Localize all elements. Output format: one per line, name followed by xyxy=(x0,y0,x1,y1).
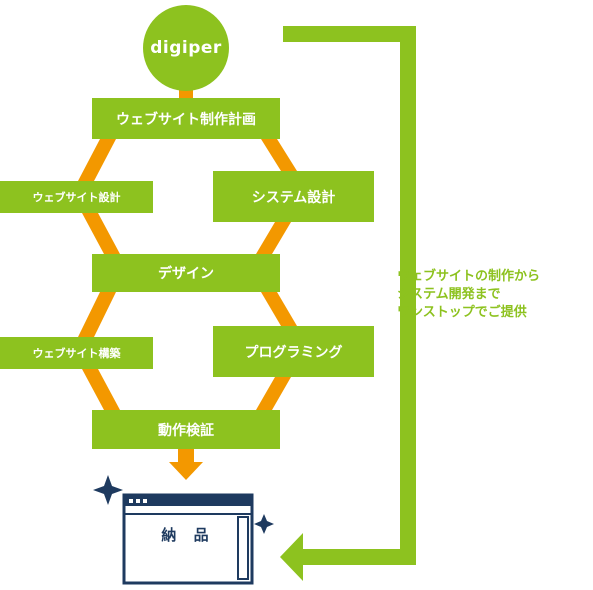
browser-window-icon xyxy=(122,493,254,585)
connector-left-design xyxy=(82,213,120,254)
sparkle-small-icon xyxy=(254,514,274,534)
step-website-design: ウェブサイト設計 xyxy=(0,181,153,213)
connector-design-right xyxy=(261,292,297,326)
connector-design-left xyxy=(78,292,116,337)
arrow-down-shaft xyxy=(178,449,194,463)
step-programming: プログラミング xyxy=(213,326,374,377)
step-website-build: ウェブサイト構築 xyxy=(0,337,153,369)
one-stop-note: ウェブサイトの制作から システム開発まで ワンストップでご提供 xyxy=(397,268,587,322)
one-stop-bracket xyxy=(283,26,416,565)
arrow-down-icon xyxy=(169,462,203,480)
step-design: デザイン xyxy=(92,254,280,292)
digiper-logo: digiper xyxy=(143,5,229,91)
connector-right-verify xyxy=(256,377,291,410)
connector-left-verify xyxy=(82,369,120,410)
step-website-plan: ウェブサイト制作計画 xyxy=(92,98,280,139)
connector-right-design xyxy=(256,222,291,254)
one-stop-note-line: ウェブサイトの制作から xyxy=(397,269,541,284)
step-verification: 動作検証 xyxy=(92,410,280,449)
sparkle-icon xyxy=(93,475,123,505)
delivery-label: 納 品 xyxy=(161,526,215,544)
connector-plan-left xyxy=(78,139,116,181)
one-stop-note-line: システム開発まで xyxy=(397,287,501,302)
connector-plan-right xyxy=(261,139,297,171)
bracket-arrowhead-icon xyxy=(280,533,303,581)
one-stop-note-line: ワンストップでご提供 xyxy=(397,305,527,320)
step-system-design: システム設計 xyxy=(213,171,374,222)
